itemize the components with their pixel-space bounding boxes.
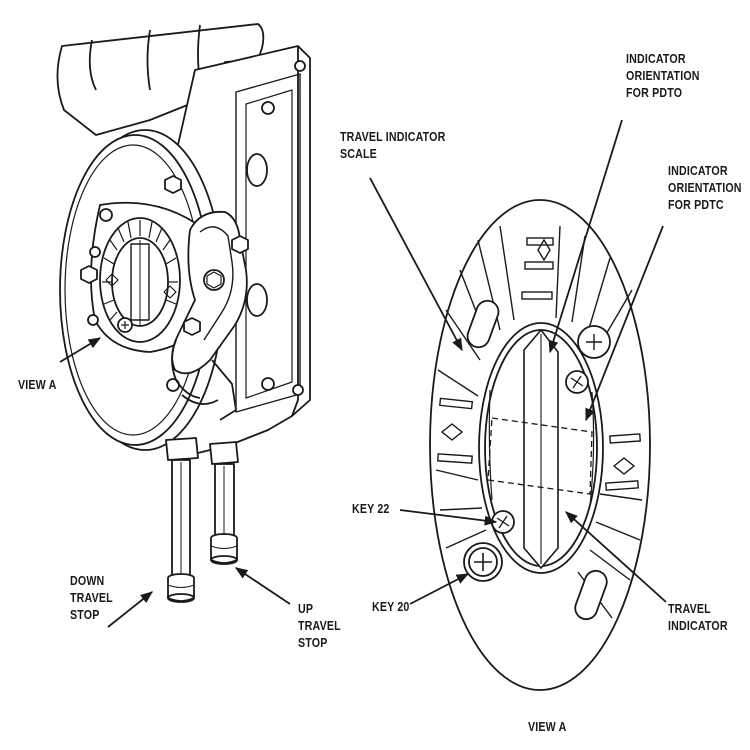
travel-indicator-scale-label: TRAVEL INDICATOR SCALE (340, 129, 446, 161)
view-a-detail (429, 199, 651, 691)
key-20-label: KEY 20 (372, 599, 410, 614)
down-travel-stop-label: DOWN TRAVEL STOP (70, 573, 113, 622)
leader-lines (59, 119, 667, 628)
up-travel-stop-label: UP TRAVEL STOP (298, 601, 341, 650)
indicator-orientation-pdtc-label: INDICATOR ORIENTATION FOR PDTC (668, 163, 742, 212)
view-a-label-bottom: VIEW A (528, 719, 567, 734)
key-22-label: KEY 22 (352, 501, 390, 516)
indicator-orientation-pdto-label: INDICATOR ORIENTATION FOR PDTO (626, 51, 700, 100)
view-a-label-left: VIEW A (18, 377, 57, 392)
scale-slots (437, 237, 641, 491)
positioner-assembly (56, 23, 311, 603)
travel-indicator-label: TRAVEL INDICATOR (668, 601, 728, 633)
pdtc-orientation (487, 417, 593, 495)
travel-indicator-scale (435, 225, 643, 619)
